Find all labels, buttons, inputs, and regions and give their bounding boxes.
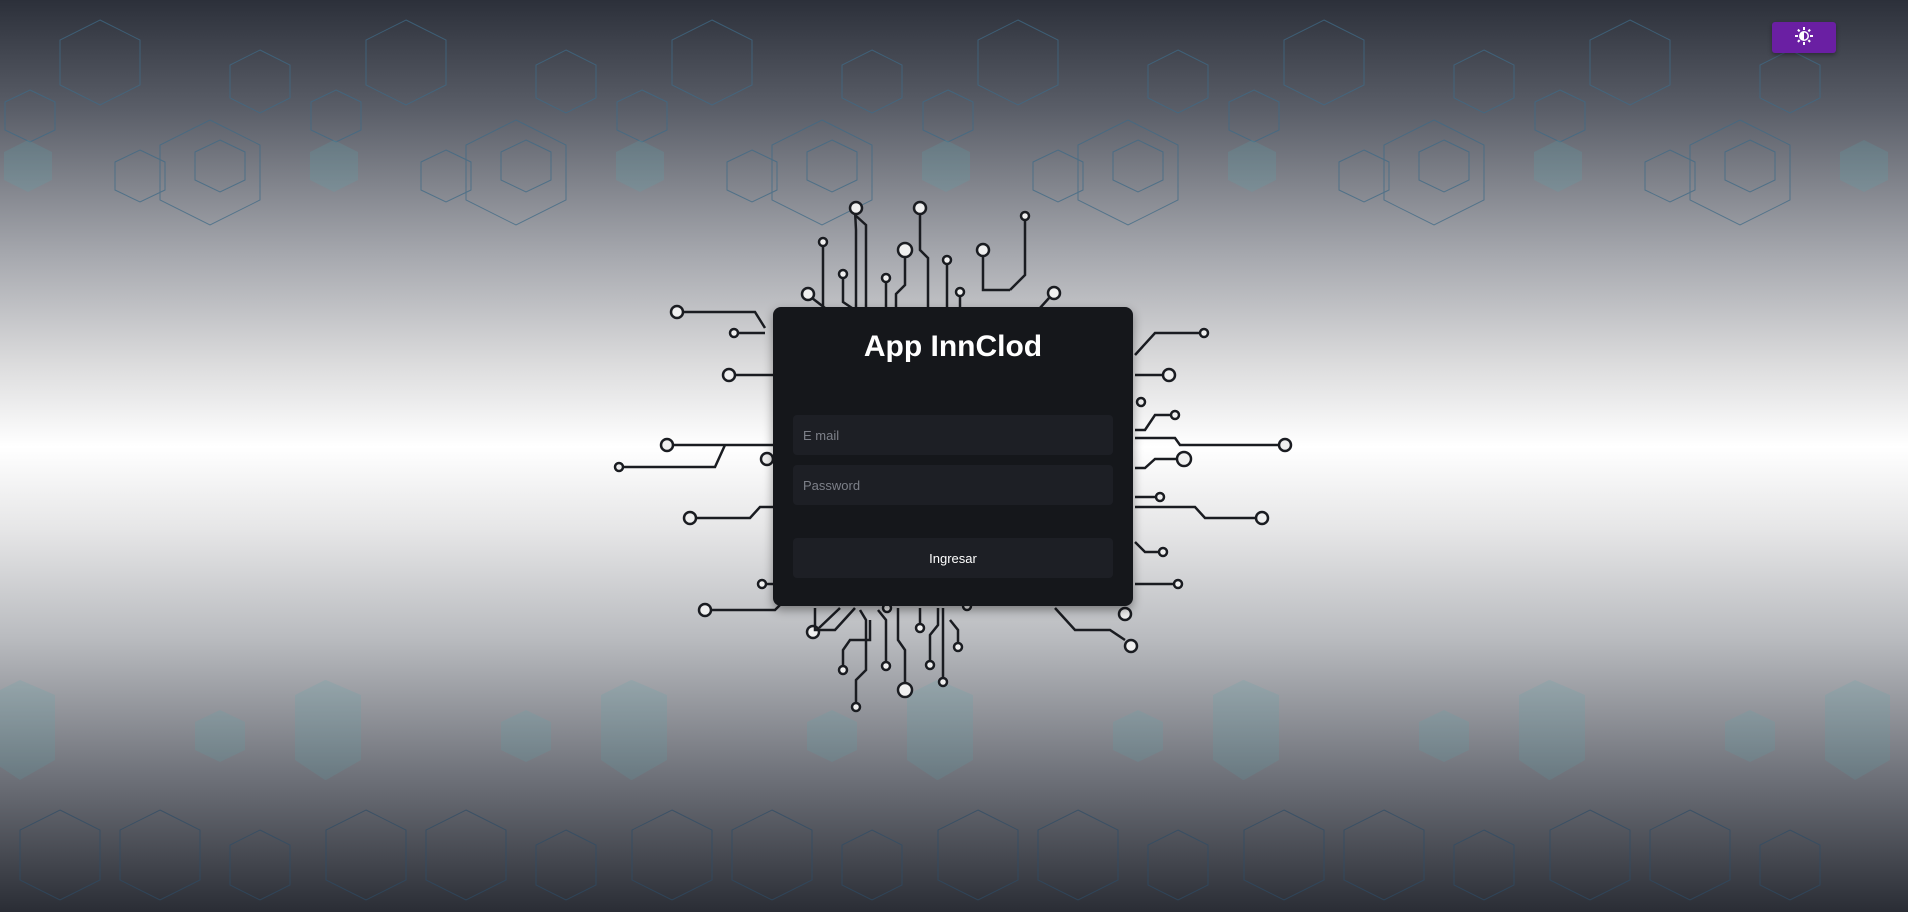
circuit-decoration	[613, 200, 1293, 713]
login-card: App InnClod Ingresar	[773, 307, 1133, 606]
login-button[interactable]: Ingresar	[793, 538, 1113, 578]
email-field[interactable]	[793, 415, 1113, 455]
password-field[interactable]	[793, 465, 1113, 505]
app-title: App InnClod	[863, 330, 1043, 363]
theme-toggle-button[interactable]	[1772, 22, 1836, 53]
brightness-contrast-icon	[1794, 26, 1814, 49]
hexagon-pattern-top	[4, 19, 1888, 226]
hexagon-pattern-bottom	[0, 680, 1890, 901]
